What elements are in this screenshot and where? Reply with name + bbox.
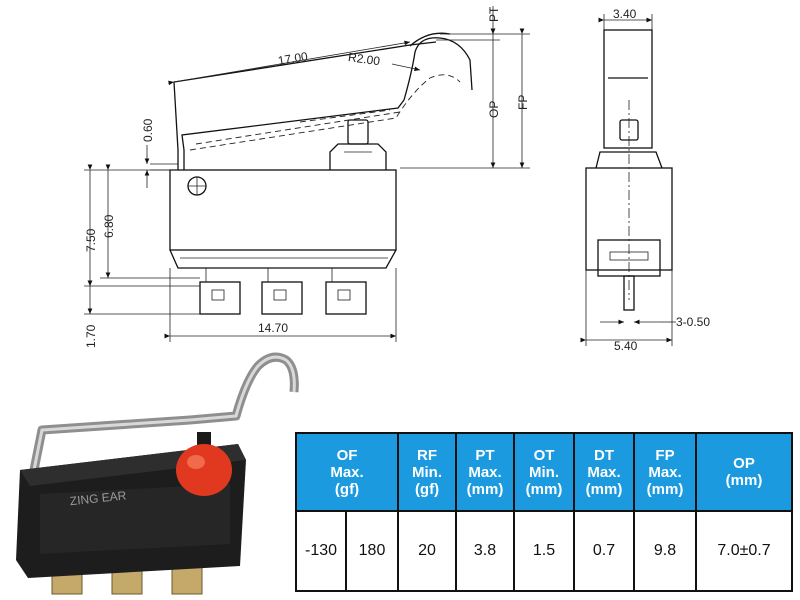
dim-terminal-thickness: 3-0.50	[676, 315, 710, 329]
value-pt: 3.8	[455, 510, 516, 592]
switch-body-bottom	[169, 249, 397, 269]
photo-brand-text: ZING EAR	[69, 488, 127, 508]
value-fp: 9.8	[633, 510, 698, 592]
product-photo: ZING EAR	[16, 352, 299, 595]
header-rf: RF Min. (gf)	[397, 432, 458, 512]
value-of-min: -130	[295, 510, 347, 592]
lever-hook	[403, 37, 473, 101]
value-of-max: 180	[344, 510, 400, 592]
dim-lever-offset: 0.60	[141, 118, 155, 142]
header-of: OF Max. (gf)	[294, 432, 400, 512]
value-ot: 1.5	[513, 510, 576, 592]
header-op: OP (mm)	[695, 432, 794, 512]
spec-table: OF Max. (gf) RF Min. (gf) PT Max. (mm) O…	[294, 432, 794, 592]
header-fp: FP Max. (mm)	[633, 432, 698, 512]
dim-op: OP	[487, 101, 501, 118]
dim-height-total: 7.50	[84, 228, 98, 252]
lever-lower	[181, 99, 405, 170]
terminals	[199, 268, 367, 315]
dim-side-width-top: 3.40	[613, 7, 637, 21]
front-view: 17.00 R2.00 PT OP FP 0.60 7.50 6.80 1.70	[84, 6, 530, 348]
dim-radius: R2.00	[347, 50, 381, 68]
photo-actuator	[176, 444, 232, 496]
side-lever	[603, 29, 653, 149]
dim-pt: PT	[487, 6, 501, 22]
spec-value-row: -130 180 20 3.8 1.5 0.7 9.8 7.0±0.7	[295, 510, 794, 592]
side-terminal	[623, 275, 635, 311]
plunger	[347, 119, 369, 145]
side-body	[585, 167, 673, 271]
value-op: 7.0±0.7	[695, 510, 794, 592]
header-pt: PT Max. (mm)	[455, 432, 516, 512]
spec-header-row: OF Max. (gf) RF Min. (gf) PT Max. (mm) O…	[294, 432, 794, 512]
plunger-housing	[329, 143, 387, 170]
dim-terminal-offset: 1.70	[84, 324, 98, 348]
dim-lever-length: 17.00	[277, 49, 309, 68]
dim-side-width-bottom: 5.40	[614, 339, 638, 353]
value-dt: 0.7	[573, 510, 636, 592]
dim-body-width: 14.70	[258, 321, 288, 335]
photo-terminal-3	[171, 565, 203, 595]
lever-actuated-position	[189, 74, 461, 151]
side-view: 3.40 3-0.50 5.40	[580, 7, 710, 353]
value-rf: 20	[397, 510, 458, 592]
dim-fp: FP	[516, 95, 530, 110]
switch-body-outline	[169, 169, 397, 251]
header-ot: OT Min. (mm)	[513, 432, 576, 512]
header-dt: DT Max. (mm)	[573, 432, 636, 512]
dim-height-body: 6.80	[102, 214, 116, 238]
